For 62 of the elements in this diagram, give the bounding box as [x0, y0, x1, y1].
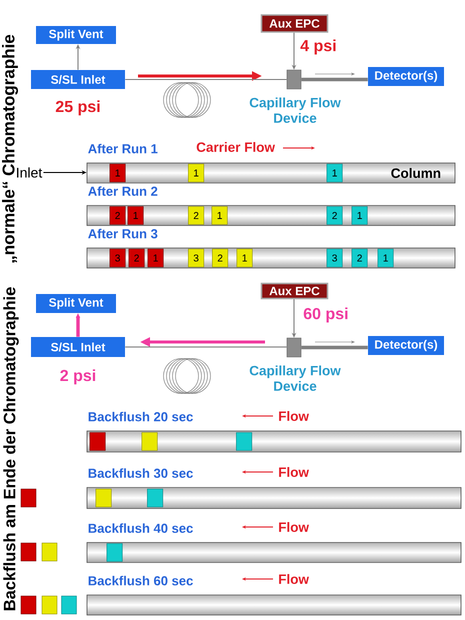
connector	[301, 346, 368, 350]
peak-block: 1	[326, 164, 343, 182]
pressure-label: 2 psi	[60, 369, 96, 384]
peak-block: 1	[212, 206, 228, 225]
component-box: Detector(s)	[368, 336, 444, 355]
peak-block	[61, 596, 77, 614]
peak-block: 3	[188, 248, 204, 268]
peak-block: 2	[212, 248, 228, 268]
pressure-label: 4 psi	[300, 40, 336, 54]
heading: After Run 3	[88, 228, 158, 238]
section-title: „normale“ Chromatographie	[2, 34, 18, 263]
peak-block: 1	[148, 248, 164, 268]
component-box: S/SL Inlet	[31, 337, 125, 357]
device-label: Capillary Flow Device	[250, 366, 341, 391]
peak-block	[20, 596, 36, 614]
section-title: Backflush am Ende der Chromatographie	[3, 287, 19, 610]
heading: After Run 2	[88, 186, 158, 196]
peak-block: 2	[128, 248, 145, 268]
peak-block	[20, 488, 36, 508]
peak-block	[106, 543, 123, 562]
peak-block: 3	[110, 248, 126, 268]
heading: Backflush 40 sec	[88, 523, 193, 533]
peak-block	[90, 432, 106, 451]
heading: Backflush 20 sec	[88, 412, 193, 422]
peak-block: 2	[326, 206, 343, 225]
peak-block: 1	[188, 164, 204, 182]
component-box: Aux EPC	[260, 14, 328, 33]
component-box: Split Vent	[36, 294, 116, 313]
heading: After Run 1	[88, 144, 158, 154]
peak-block: 2	[188, 206, 204, 225]
peak-block	[96, 488, 112, 508]
peak-block: 2	[110, 206, 126, 225]
peak-block	[142, 432, 158, 451]
connector	[301, 78, 368, 82]
flow-label: Carrier Flow	[196, 142, 275, 152]
peak-block: 1	[128, 206, 144, 225]
peak-block	[236, 432, 252, 451]
device-label: Capillary Flow Device	[250, 98, 341, 123]
flow-label: Flow	[279, 522, 309, 532]
component-box: Aux EPC	[260, 282, 328, 300]
peak-block	[147, 488, 164, 508]
flow-label: Flow	[279, 467, 309, 477]
component-box: Split Vent	[36, 26, 116, 44]
connector	[124, 346, 288, 348]
heading: Backflush 60 sec	[88, 576, 193, 586]
peak-block: 3	[326, 248, 343, 268]
heading: Backflush 30 sec	[88, 468, 193, 478]
flow-label: Flow	[279, 411, 309, 421]
connector	[124, 79, 288, 80]
component-box: Detector(s)	[368, 67, 444, 86]
peak-block	[20, 542, 36, 562]
peak-block: 1	[378, 248, 394, 268]
peak-block: 1	[110, 164, 126, 182]
peak-block: 1	[236, 248, 253, 268]
inlet-label: Inlet	[17, 167, 42, 178]
peak-block: 1	[352, 206, 368, 225]
pressure-label: 60 psi	[304, 308, 348, 322]
peak-block	[42, 596, 58, 614]
pressure-label: 25 psi	[56, 100, 100, 116]
peak-block: 2	[352, 248, 368, 268]
component-box: S/SL Inlet	[31, 70, 125, 89]
peak-block	[42, 542, 58, 562]
